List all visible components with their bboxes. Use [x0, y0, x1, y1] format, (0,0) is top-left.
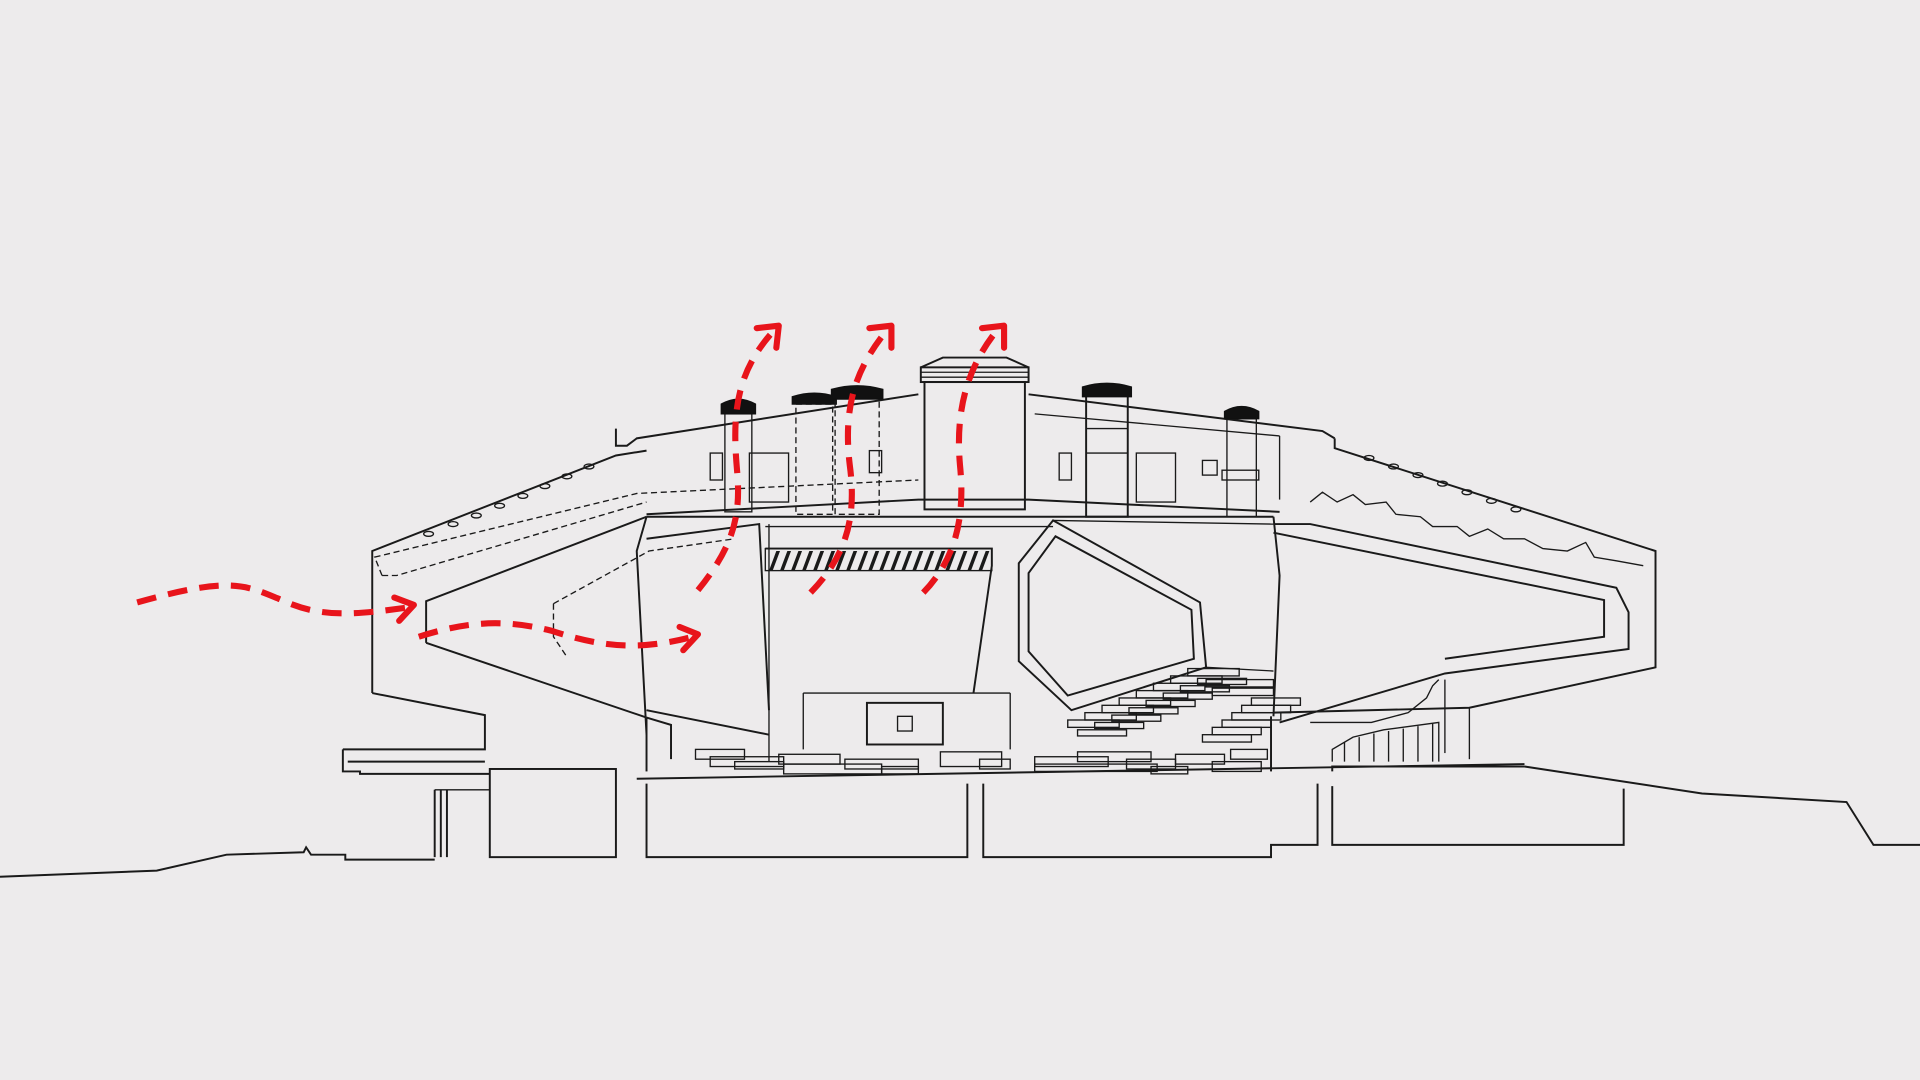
seat-row [1145, 699, 1196, 708]
seat-row [694, 748, 746, 760]
seat-row [1150, 765, 1189, 775]
seat-row [1034, 763, 1158, 773]
ceiling-fin [791, 551, 803, 571]
airflow-inflow-1 [136, 582, 417, 624]
seat-row [1187, 667, 1240, 677]
seat-row [1094, 721, 1145, 730]
ceiling-fin [857, 551, 869, 571]
right-stair-louvres [1331, 721, 1440, 762]
stack-4 [1081, 382, 1133, 518]
airflow-exhaust-2 [808, 322, 895, 595]
ceiling-fin [956, 551, 968, 571]
ceiling-fin [813, 551, 825, 571]
stack-3 [830, 385, 884, 515]
left-cantilever-wing [371, 449, 919, 719]
stack-5 [1221, 405, 1260, 518]
left-wing-vents [423, 463, 595, 537]
auditorium-seating [694, 667, 1302, 775]
airflow-exhaust-3 [921, 322, 1008, 595]
ceiling-fin [879, 551, 891, 571]
seat-row [1076, 751, 1152, 763]
seat-row [1174, 753, 1226, 765]
ceiling-fin [978, 551, 990, 571]
ceiling-fin [780, 551, 792, 571]
ceiling-fin [868, 551, 880, 571]
ceiling-fin [802, 551, 814, 571]
right-wing-vents [1363, 454, 1522, 513]
ceiling-fin [846, 551, 858, 571]
ventilation-stacks [720, 382, 1260, 518]
ceiling-fin [901, 551, 913, 571]
seat-row [1211, 687, 1275, 697]
seat-row [1128, 707, 1179, 715]
seat-row [1205, 678, 1275, 688]
ceiling-fin [824, 551, 836, 571]
seat-row [1111, 714, 1162, 722]
ceiling-fin [967, 551, 979, 571]
right-cantilever-wing [1273, 438, 1657, 762]
ceiling-fin [923, 551, 935, 571]
stack-2 [791, 392, 837, 515]
seat-row [1211, 760, 1262, 773]
ceiling-fin [768, 551, 780, 571]
seat-row [1229, 748, 1269, 760]
seat-row [978, 758, 1011, 770]
seat-row [880, 765, 920, 775]
ceiling-fin [835, 551, 847, 571]
roof-deck [614, 393, 1336, 518]
seat-row [1250, 697, 1302, 706]
ceiling-fin [890, 551, 902, 571]
acoustic-ceiling [764, 547, 993, 572]
airflow-exhaust-1 [695, 322, 782, 593]
ceiling-fin [945, 551, 957, 571]
ceiling-fin-band [764, 547, 993, 572]
left-entry-platform [341, 692, 617, 859]
airflow-inflow-2 [417, 620, 702, 654]
seat-row [1196, 677, 1248, 686]
ceiling-fin [912, 551, 924, 571]
seat-row [1076, 729, 1128, 737]
ceiling-fin [934, 551, 946, 571]
ground-line [0, 765, 1920, 878]
